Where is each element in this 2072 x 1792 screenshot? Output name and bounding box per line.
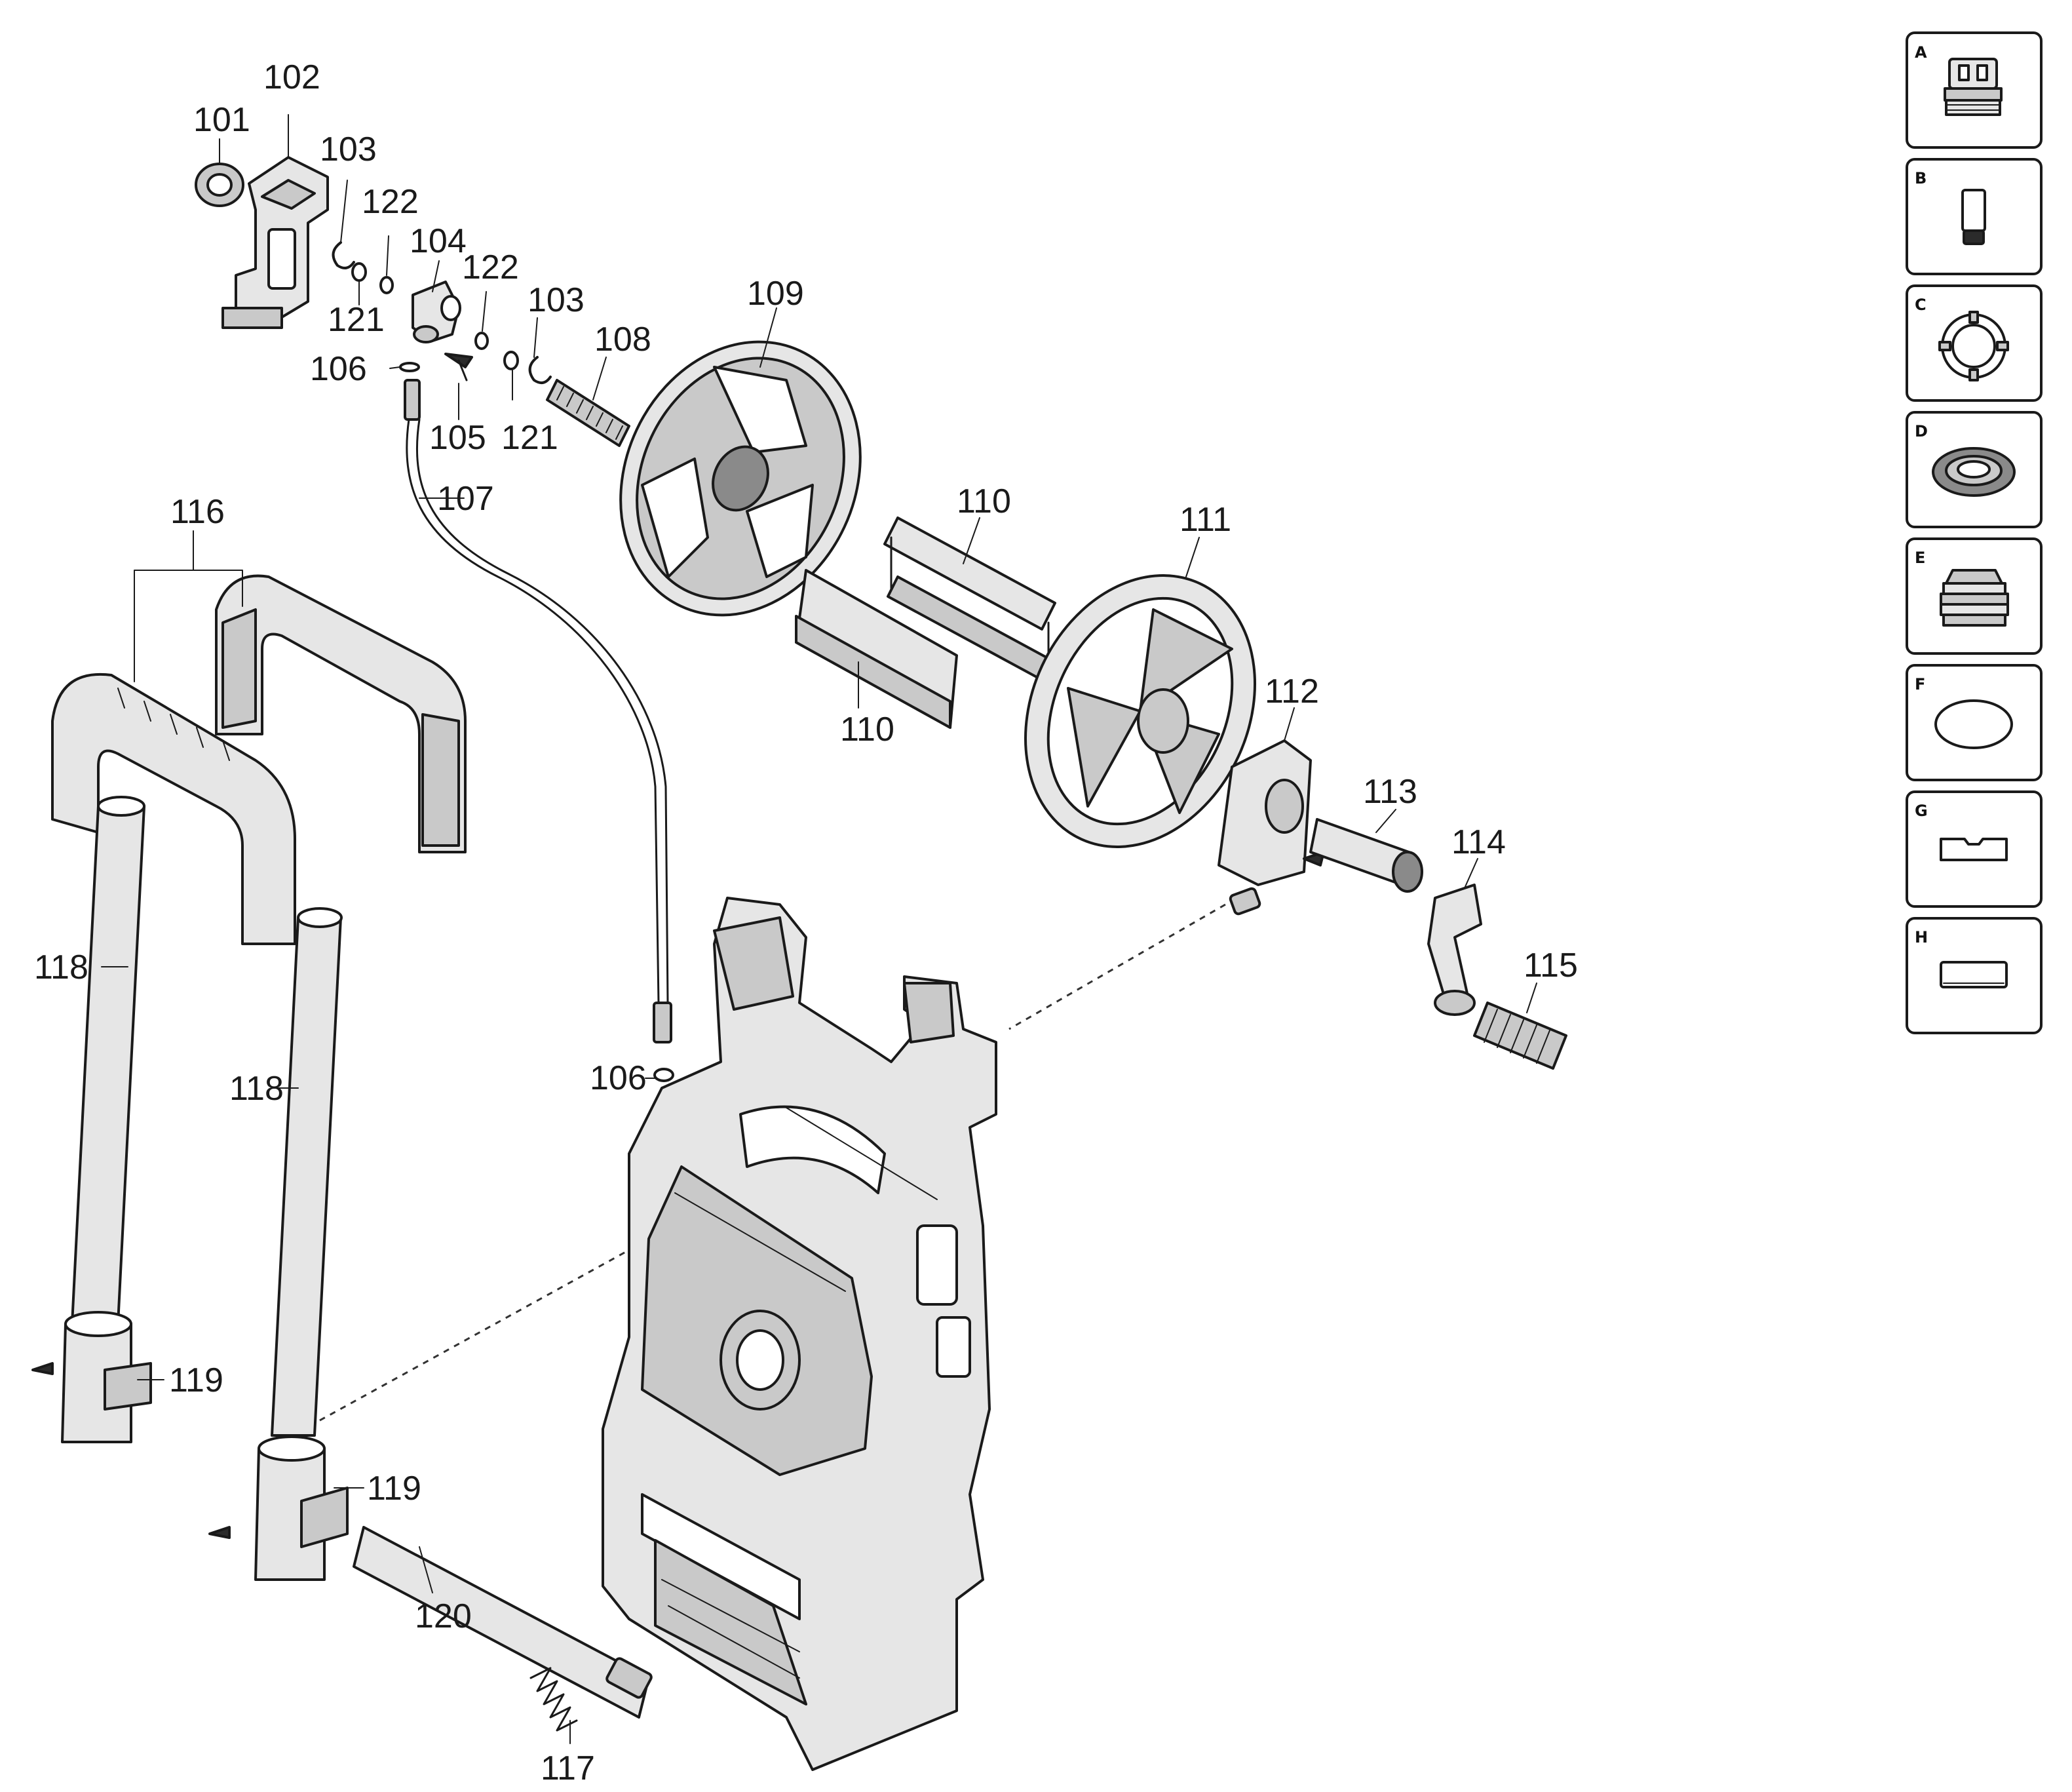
part-114-crank-handle: [1427, 884, 1482, 1016]
part-109-reel-disc: [619, 340, 862, 617]
legend-item-d: D: [1906, 411, 2043, 528]
legend-item-g: G: [1906, 790, 2043, 908]
callout-labels: 101 102 103 122 104 122 103 121 106 105 …: [34, 58, 1578, 1787]
accessory-legend: A B C: [1906, 31, 2043, 1034]
callout-109: 109: [747, 275, 804, 313]
part-117-spring: [529, 1667, 578, 1732]
callout-117: 117: [541, 1749, 595, 1787]
legend-item-c: C: [1906, 284, 2043, 402]
callout-116: 116: [170, 493, 225, 531]
callout-104: 104: [410, 222, 467, 260]
part-105-pin: [444, 353, 473, 381]
part-104-elbow-fitting: [412, 281, 461, 343]
part-122-ring-left: [379, 276, 394, 294]
callout-111: 111: [1180, 501, 1231, 539]
callout-112: 112: [1265, 672, 1319, 711]
rectangular-pad-icon: [1940, 961, 2008, 988]
callout-107: 107: [437, 480, 494, 518]
callout-121-right: 121: [501, 419, 558, 457]
callout-105: 105: [429, 419, 486, 457]
callout-115: 115: [1524, 946, 1578, 984]
part-102-bracket: [221, 156, 329, 329]
flat-gasket-icon: [1940, 838, 2008, 861]
callout-110-lower: 110: [840, 711, 894, 749]
part-110-reel-shell-lower: [795, 569, 958, 729]
callout-114: 114: [1451, 823, 1506, 861]
part-115-grip: [1473, 1002, 1567, 1070]
legend-letter-h: H: [1915, 928, 1928, 946]
part-116-handle-frame-front: [51, 672, 296, 945]
callout-106-top: 106: [310, 350, 367, 388]
legend-letter-f: F: [1915, 675, 1925, 693]
part-118-tube-right: [271, 907, 343, 1437]
retaining-ring-icon: [1938, 311, 2009, 381]
legend-letter-b: B: [1915, 169, 1927, 187]
part-106-o-ring-bottom: [653, 1068, 674, 1082]
part-113-axle: [1309, 818, 1423, 893]
o-ring-icon: [1934, 699, 2013, 749]
callout-119-right: 119: [367, 1470, 421, 1508]
part-112-bearing-housing: [1218, 739, 1325, 916]
callout-101: 101: [193, 101, 250, 139]
legend-letter-a: A: [1915, 43, 1927, 62]
callout-108: 108: [594, 321, 651, 359]
legend-item-f: F: [1906, 664, 2043, 781]
callout-103-top: 103: [320, 130, 377, 168]
callout-110-upper: 110: [957, 482, 1011, 520]
callout-102: 102: [263, 58, 320, 96]
callout-113: 113: [1363, 773, 1417, 811]
part-107-hose: [404, 379, 672, 1043]
part-121-ring-left: [351, 262, 367, 282]
main-housing: [602, 897, 997, 1771]
part-122-ring-right: [474, 332, 489, 350]
legend-letter-g: G: [1915, 802, 1928, 820]
quick-coupling-icon: [1944, 58, 2003, 116]
part-111-reel-wheel: [1024, 574, 1256, 848]
legend-item-b: B: [1906, 158, 2043, 275]
part-103-clip-left: [332, 241, 355, 269]
callout-122-left: 122: [362, 183, 419, 221]
callout-122-right: 122: [462, 248, 519, 286]
callout-119-left: 119: [169, 1361, 223, 1399]
part-118-tube-left: [71, 796, 145, 1325]
callout-106-bottom: 106: [590, 1059, 647, 1097]
sleeve-icon: [1961, 189, 1986, 245]
leader-lines: [101, 114, 1537, 1744]
legend-item-a: A: [1906, 31, 2043, 149]
legend-item-e: E: [1906, 537, 2043, 655]
callout-118-left: 118: [34, 948, 88, 986]
part-103-clip-right: [528, 356, 552, 384]
seal-ring-icon: [1932, 447, 2016, 497]
threaded-adapter-icon: [1940, 569, 2009, 627]
part-108-threaded-shaft: [546, 379, 630, 447]
part-116-handle-frame-rear: [215, 574, 467, 853]
legend-letter-d: D: [1915, 422, 1928, 440]
legend-letter-e: E: [1915, 549, 1925, 567]
part-106-o-ring-top: [399, 362, 420, 372]
legend-letter-c: C: [1915, 296, 1927, 314]
callout-120: 120: [415, 1597, 472, 1635]
callout-118-right: 118: [229, 1070, 284, 1108]
callout-103-right: 103: [528, 281, 585, 319]
part-121-ring-right: [503, 351, 519, 370]
part-101-nut: [195, 163, 244, 207]
part-119-connector-left: [31, 1311, 152, 1443]
part-119-connector-right: [208, 1435, 349, 1581]
callout-121-left: 121: [328, 301, 385, 339]
legend-item-h: H: [1906, 917, 2043, 1034]
